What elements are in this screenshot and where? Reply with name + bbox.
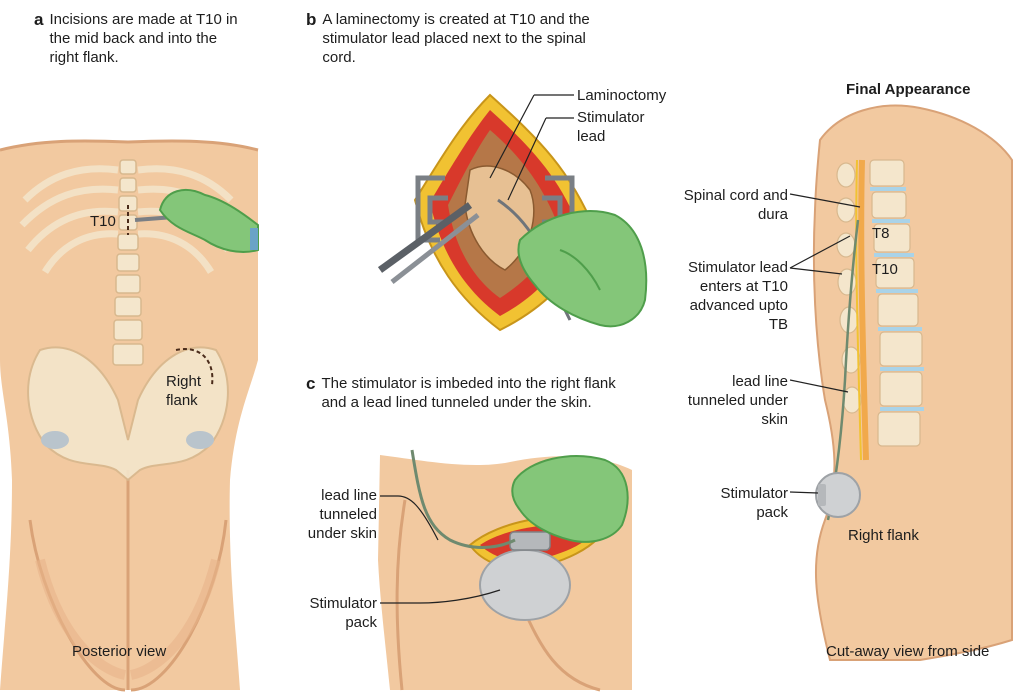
- final-stim-pack-label: Stimulator pack: [690, 484, 788, 522]
- panel-a-caption: a Incisions are made at T10 in the mid ba…: [34, 10, 264, 67]
- panel-b-stimulator-lead-label: Stimulator lead: [577, 108, 657, 146]
- final-spinal-cord-label: Spinal cord and dura: [668, 186, 788, 224]
- panel-c-stim-pack-label: Stimulator pack: [282, 594, 377, 632]
- final-t8-label: T8: [872, 224, 890, 243]
- panel-a-t10-label: T10: [90, 212, 116, 231]
- final-title: Final Appearance: [846, 80, 970, 99]
- panel-c-lead-line-label: lead line tunneled under skin: [282, 486, 377, 543]
- final-lead-line-label: lead line tunneled under skin: [680, 372, 788, 429]
- final-stim-lead-label: Stimulator lead enters at T10 advanced u…: [668, 258, 788, 334]
- panel-c-caption: c The stimulator is imbeded into the righ…: [306, 374, 646, 412]
- panel-b-letter: b: [306, 10, 316, 29]
- panel-b-laminectomy-label: Laminoctomy: [577, 86, 666, 105]
- final-right-flank-label: Right flank: [848, 526, 919, 545]
- panel-c-caption-text: The stimulator is imbeded into the right…: [321, 374, 631, 412]
- panel-a-torso: [0, 141, 258, 690]
- panel-c-flank: [378, 450, 632, 690]
- panel-a-letter: a: [34, 10, 43, 29]
- panel-a-right-flank-label: Right flank: [166, 372, 214, 410]
- panel-a-caption-text: Incisions are made at T10 in the mid bac…: [49, 10, 244, 67]
- panel-b-caption-text: A laminectomy is created at T10 and the …: [322, 10, 622, 67]
- panel-c-letter: c: [306, 374, 315, 393]
- final-t10-label: T10: [872, 260, 898, 279]
- final-side-view: [790, 106, 1012, 660]
- panel-a-view-label: Posterior view: [72, 642, 166, 661]
- final-view-label: Cut-away view from side: [826, 642, 989, 661]
- panel-b-caption: b A laminectomy is created at T10 and the…: [306, 10, 646, 67]
